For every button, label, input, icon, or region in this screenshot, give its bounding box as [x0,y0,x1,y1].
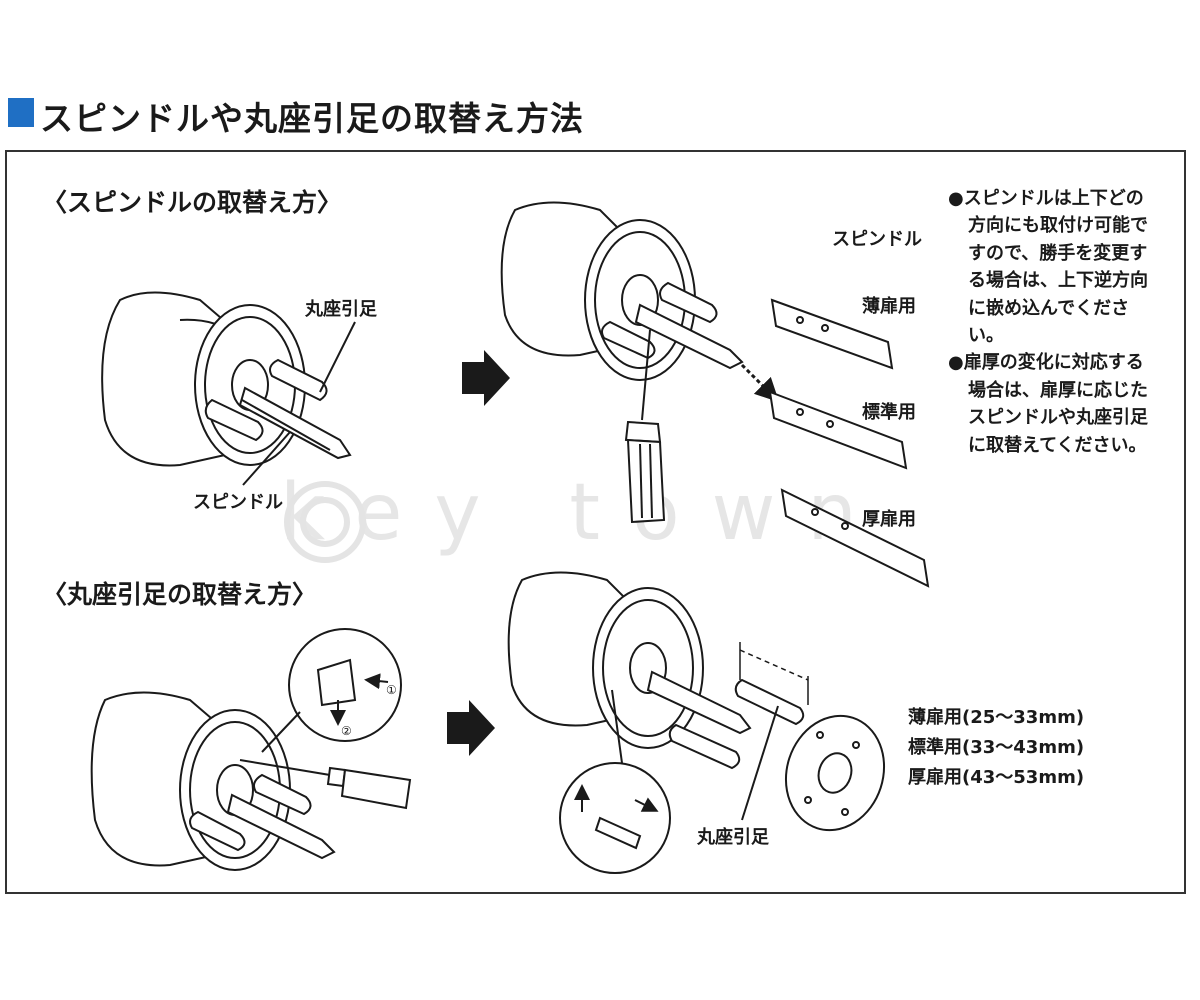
round-seat-plate-icon [784,714,886,832]
round-seat-leg-icon [204,358,328,442]
page-title: スピンドルや丸座引足の取替え方法 [40,99,584,138]
spindle-thick-icon [780,488,930,588]
spindle-standard-icon [768,390,908,470]
spindle-icon [189,773,336,860]
door-knob-icon [101,291,306,467]
label-spindle: スピンドル [193,492,283,513]
watermark: key town [280,468,889,558]
label-thick-door: 厚扉用 [862,509,916,530]
screwdriver-icon [239,759,412,810]
title-marker [8,98,34,127]
magnifier-detail-icon [559,689,671,874]
notes-block: ●スピンドルは上下どの方向にも取付け可能ですので、勝手を変更する場合は、上下逆方… [948,185,1158,459]
section-title-round-seat: 〈丸座引足の取替え方〉 [42,580,318,609]
magnifier-detail-icon [261,628,402,753]
size-standard-door: 標準用(33〜43mm) [908,737,1085,758]
arrow-right-icon [447,700,495,756]
spindle-icon [646,670,805,770]
spindle-icon [238,386,352,460]
label-thin-door: 薄扉用 [862,296,916,317]
diagram-frame [5,150,1186,894]
screwdriver-icon [624,329,666,524]
step-1-marker: ① [386,683,397,697]
spindle-thin-icon [770,298,894,370]
note-door-thickness: ●扉厚の変化に対応する場合は、扉厚に応じたスピンドルや丸座引足に取替えてください… [948,352,1148,456]
step-2-marker: ② [341,724,352,738]
door-knob-icon [507,571,704,749]
watermark-logo-icon [284,481,366,563]
dimension-lines-icon [739,642,809,705]
note-reversible: ●スピンドルは上下どの方向にも取付け可能ですので、勝手を変更する場合は、上下逆方… [948,188,1148,347]
label-standard-door: 標準用 [862,402,916,423]
label-round-seat-leg-bottom: 丸座引足 [697,827,769,848]
label-round-seat-leg: 丸座引足 [305,299,377,320]
size-list: 薄扉用(25〜33mm) 標準用(33〜43mm) 厚扉用(43〜53mm) [908,703,1084,793]
section-title-spindle: 〈スピンドルの取替え方〉 [42,188,343,217]
spindle-icon [601,281,744,370]
parts-header-spindle: スピンドル [832,229,922,250]
arrow-right-icon [462,350,510,406]
size-thin-door: 薄扉用(25〜33mm) [908,707,1085,728]
size-thick-door: 厚扉用(43〜53mm) [908,767,1085,788]
